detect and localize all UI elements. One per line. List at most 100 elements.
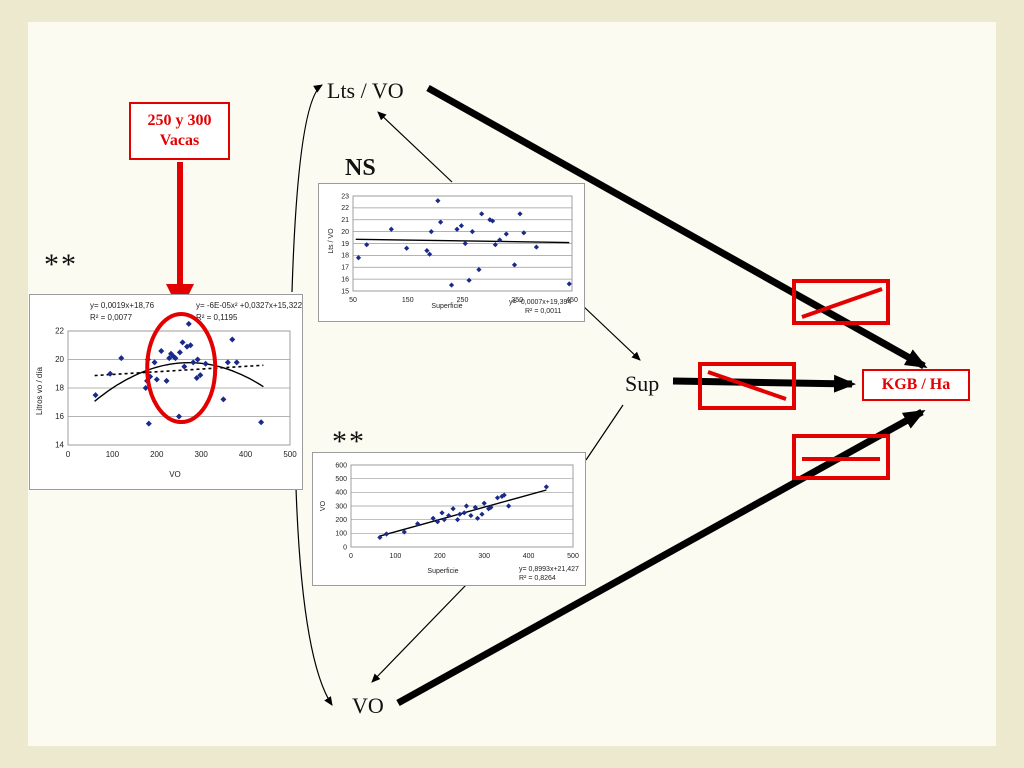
data-point-left — [183, 343, 190, 350]
x-tick-label-top: 150 — [402, 297, 414, 304]
data-point-top — [476, 267, 482, 273]
curved-arrow-to-lts — [291, 84, 323, 293]
data-point-top — [487, 217, 493, 223]
data-point-left — [190, 359, 197, 366]
y-tick-label-top: 17 — [341, 265, 349, 272]
x-tick-label-left: 100 — [106, 450, 120, 459]
data-point-bottom — [481, 500, 487, 506]
red-box-top — [792, 279, 890, 325]
data-point-left — [197, 372, 204, 379]
equation-label-left: y= 0,0019x+18,76 — [90, 301, 155, 310]
y-tick-label-top: 18 — [341, 253, 349, 260]
equation-label-bottom: y= 0,8993x+21,427 — [519, 566, 579, 573]
data-point-bottom — [446, 512, 452, 519]
x-tick-label-left: 200 — [150, 450, 164, 459]
quadratic-trend-left — [94, 362, 264, 402]
data-point-top — [404, 245, 410, 251]
data-point-top — [462, 240, 468, 247]
data-point-top — [458, 223, 465, 229]
arrow-sup-to-lts — [377, 111, 453, 183]
data-point-bottom — [463, 503, 470, 509]
equation-label-left: y= -6E-05x² +0,0327x+15,322 — [196, 301, 302, 310]
data-point-bottom — [501, 492, 507, 498]
data-point-top — [566, 281, 572, 287]
ns-label: NS — [345, 155, 376, 181]
callout-cows-box: 250 y 300 Vacas — [129, 102, 230, 160]
data-point-left — [193, 375, 200, 382]
data-point-top — [492, 242, 498, 248]
y-tick-label-left: 20 — [55, 355, 64, 364]
data-point-left — [224, 359, 231, 366]
x-tick-label-left: 300 — [195, 450, 209, 459]
curved-arrow-to-vo — [295, 487, 333, 706]
data-point-left — [176, 349, 183, 356]
y-tick-label-bottom: 600 — [335, 462, 347, 469]
y-tick-label-top: 22 — [341, 205, 349, 212]
y-axis-label-bottom: VO — [320, 500, 327, 511]
red-box-bottom — [792, 434, 890, 480]
y-tick-label-left: 16 — [55, 412, 64, 421]
x-tick-label-bottom: 0 — [349, 553, 353, 560]
equation-label-top: R² = 0,0011 — [525, 308, 561, 315]
node-vo: VO — [352, 693, 384, 718]
arrow-sup-to-panel — [585, 404, 624, 461]
equation-label-left: R² = 0,0077 — [90, 313, 133, 322]
x-tick-label-bottom: 400 — [523, 553, 535, 560]
data-point-left — [172, 355, 179, 362]
equation-label-bottom: R² = 0,8264 — [519, 575, 556, 582]
thick-arrow-lts-to-kgb — [426, 84, 928, 370]
y-tick-label-top: 19 — [341, 241, 349, 248]
y-tick-label-top: 15 — [341, 288, 349, 295]
data-point-left — [181, 363, 188, 370]
data-point-bottom — [506, 503, 512, 509]
callout-line-1: 250 y 300 — [147, 112, 212, 129]
data-point-left — [258, 419, 265, 426]
x-axis-label-bottom: Superficie — [427, 568, 458, 575]
y-tick-label-bottom: 200 — [335, 517, 347, 524]
data-point-left — [118, 355, 125, 362]
linear-trend-top — [355, 238, 570, 244]
x-tick-label-top: 450 — [566, 297, 578, 304]
x-tick-label-left: 0 — [66, 450, 71, 459]
x-tick-label-top: 50 — [349, 297, 357, 304]
x-tick-label-bottom: 500 — [567, 553, 579, 560]
y-tick-label-bottom: 100 — [335, 531, 347, 538]
data-point-left — [187, 342, 194, 349]
linear-trend-left — [94, 364, 264, 377]
y-tick-label-left: 22 — [55, 327, 64, 336]
data-point-top — [533, 244, 540, 250]
y-tick-label-top: 21 — [341, 217, 349, 224]
y-axis-label-left: Litros vo / día — [35, 366, 44, 415]
x-tick-label-top: 250 — [457, 297, 469, 304]
y-tick-label-bottom: 400 — [335, 490, 347, 497]
data-point-left — [194, 356, 201, 363]
x-tick-label-top: 350 — [511, 297, 523, 304]
equation-label-left: R² = 0,1195 — [196, 313, 238, 322]
arrow-panel-to-vo — [371, 584, 467, 683]
x-tick-label-bottom: 200 — [434, 553, 446, 560]
data-point-left — [179, 339, 186, 346]
y-tick-label-left: 18 — [55, 384, 64, 393]
y-tick-label-top: 23 — [341, 193, 349, 200]
node-lts-vo: Lts / VO — [327, 78, 404, 103]
data-point-left — [151, 359, 158, 366]
x-tick-label-left: 400 — [239, 450, 253, 459]
data-point-left — [202, 360, 209, 367]
data-point-left — [107, 370, 114, 377]
x-tick-label-left: 500 — [283, 450, 297, 459]
data-point-left — [229, 336, 236, 343]
node-sup: Sup — [625, 371, 660, 396]
callout-line-2: Vacas — [159, 132, 200, 149]
data-point-top — [511, 262, 518, 268]
data-point-bottom — [454, 517, 461, 523]
node-kgb-ha: KGB / Ha — [862, 369, 970, 401]
y-tick-label-left: 14 — [55, 441, 64, 450]
thick-arrow-sup-to-kgb — [672, 374, 856, 393]
